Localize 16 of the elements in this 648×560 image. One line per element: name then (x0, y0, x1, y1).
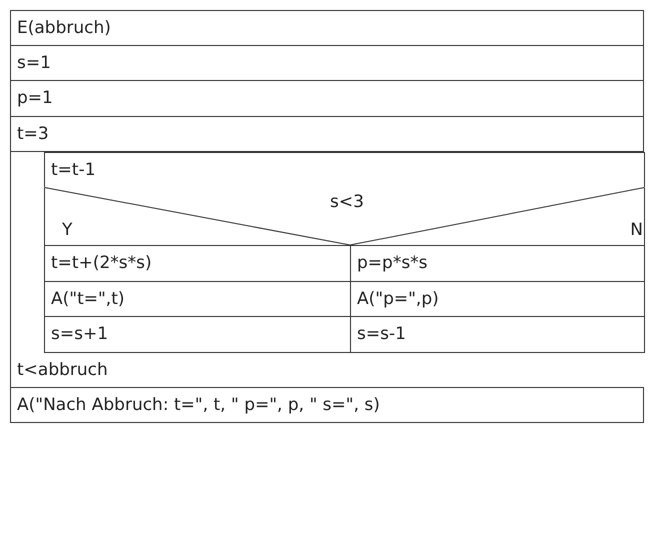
statement: t=3 (10, 116, 644, 152)
statement: s=s-1 (350, 316, 645, 353)
statement: t=t+(2*s*s) (44, 245, 351, 282)
decision-block (44, 187, 645, 353)
statement: s=s+1 (44, 316, 351, 353)
statement: E(abbruch) (10, 10, 644, 46)
statement: p=p*s*s (350, 245, 645, 282)
statement: p=1 (10, 80, 644, 117)
no-label: N (630, 220, 643, 240)
yes-label: Y (62, 220, 72, 240)
loop-condition: t<abbruch (17, 360, 108, 380)
statement: s=1 (10, 45, 644, 81)
loop-block (10, 151, 644, 388)
condition-text: s<3 (330, 192, 364, 212)
statement: t=t-1 (44, 152, 645, 188)
statement: A("Nach Abbruch: t=", t, " p=", p, " s=", s) (10, 387, 644, 423)
